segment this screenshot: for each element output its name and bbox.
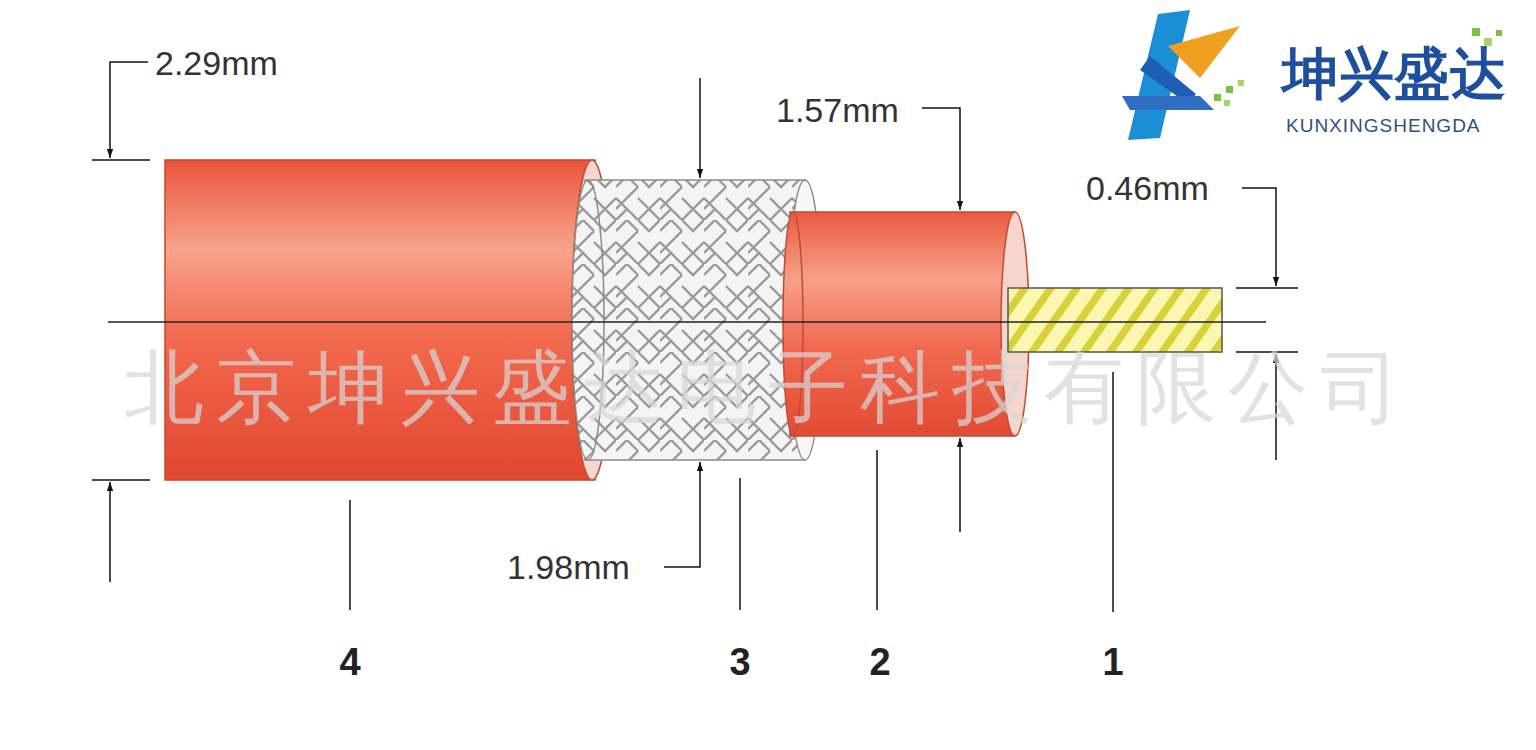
callout-number: 4 [339,643,360,681]
dimension-label: 1.57mm [776,93,899,127]
callout-number: 3 [729,643,750,681]
centre-conductor [1008,288,1222,352]
dimension-label: 0.46mm [1086,171,1209,205]
dimension-2-29 [92,62,150,582]
logo-icon [1122,10,1244,140]
dimension-1-98 [664,78,700,567]
centre-axis [108,321,1266,323]
logo-subtext: KUNXINGSHENGDA [1286,116,1481,135]
dimension-label: 2.29mm [155,46,278,80]
callout-number: 2 [869,643,890,681]
dimension-1-57 [922,108,960,532]
dimension-label: 1.98mm [507,550,630,584]
watermark: 北京坤兴盛达电子科技有限公司 [124,348,1412,428]
logo-text: 坤兴盛达 [1282,46,1506,102]
outer-jacket [165,160,612,480]
callout-number: 1 [1102,643,1123,681]
logo-dots [1472,28,1502,46]
